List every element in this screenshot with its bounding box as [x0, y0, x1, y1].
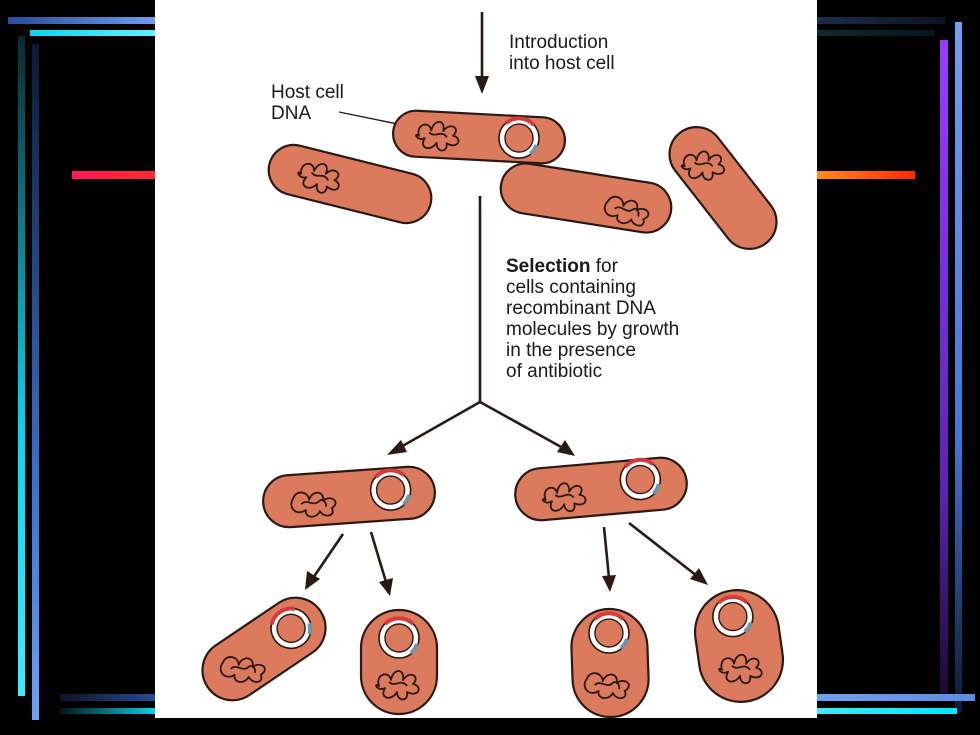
label-selection-line2: cells containing: [506, 277, 636, 298]
frame-bottom-dark-bar-2: [60, 708, 158, 714]
bacterium-gen2-left: [262, 465, 436, 529]
frame-top-cyan-bar: [30, 30, 158, 36]
label-selection-line3: recombinant DNA: [506, 298, 656, 319]
frame-top-right-dark-bar: [817, 17, 945, 24]
bacterium-gen3-c: [570, 607, 650, 718]
frame-left-blue-vertical: [32, 44, 39, 720]
bacterium-gen3-a: [201, 596, 327, 702]
bacterium-gen3-d: [693, 589, 785, 703]
diagram-figure: Introduction into host cell Host cell DN…: [155, 0, 817, 718]
arrow-branch-right: [479, 400, 575, 456]
label-introduction-line1: Introduction: [509, 32, 608, 53]
frame-bottom-right-cyan-bar: [817, 708, 957, 714]
label-introduction-line2: into host cell: [509, 53, 615, 74]
frame-mid-orange-bar: [817, 171, 915, 179]
frame-right-blue-vertical: [955, 22, 962, 712]
arrow-gen3-d: [628, 521, 708, 585]
bacterium-gen2-right: [514, 455, 688, 522]
arrow-gen3-b: [369, 531, 393, 596]
bacterium-gen3-b: [359, 608, 439, 716]
bacterium-no-plasmid-left: [267, 143, 433, 225]
label-host-cell-dna-line2: DNA: [271, 103, 311, 124]
arrow-introduction: [475, 12, 489, 94]
frame-bottom-right-blue-bar: [817, 694, 975, 701]
bacterium-no-plasmid-right: [668, 126, 778, 250]
label-selection-line5: in the presence: [506, 340, 636, 361]
cloning-selection-diagram: Introduction into host cell Host cell DN…: [201, 12, 785, 718]
label-host-cell-dna-line1: Host cell: [271, 82, 344, 103]
bacterium-with-plasmid-top: [391, 109, 567, 165]
arrow-gen3-c: [602, 526, 616, 592]
frame-bottom-dark-bar: [60, 694, 158, 701]
arrow-branch-left: [387, 400, 481, 455]
frame-mid-red-bar: [72, 171, 158, 179]
frame-right-purple-vertical: [940, 40, 948, 695]
frame-left-cyan-vertical: [18, 36, 25, 696]
label-selection-line6: of antibiotic: [506, 361, 602, 382]
label-selection-line4: molecules by growth: [506, 319, 679, 340]
label-selection-line1: Selection for: [506, 256, 619, 277]
bacterium-no-plasmid-mid: [499, 162, 673, 234]
frame-top-blue-bar: [8, 17, 158, 24]
arrow-gen3-a: [305, 533, 345, 590]
frame-top-right-dark-bar-2: [817, 30, 935, 36]
